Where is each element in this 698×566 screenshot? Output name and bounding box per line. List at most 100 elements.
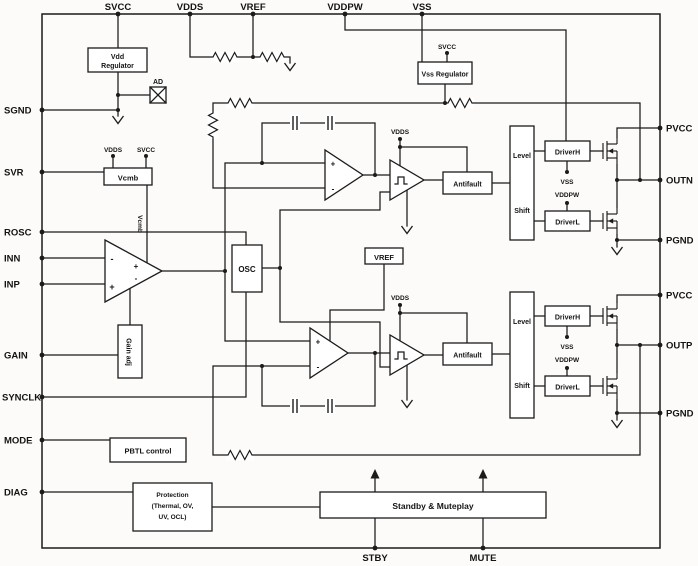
resistor-icon [210,50,240,64]
ch2-vddpw-label: VDDPW [555,357,580,364]
square-wave-icon [394,351,408,360]
input-wires [41,102,641,456]
pbtl-control-label: PBTL control [125,447,172,456]
pin-label-svcc: SVCC [105,2,132,13]
ch1-highside-mosfet-icon [602,136,618,166]
vcmb-vdds-label: VDDS [104,147,123,154]
ch1-vss-label: VSS [560,179,574,186]
pin-pgnd-1: PGND [657,236,694,247]
pin-label-inp: INP [4,280,21,291]
vcmb-wire-label: Vcmb [136,215,143,233]
capacitor-icon [289,397,301,415]
ch1-level-shift-box [509,125,535,241]
ch2-integrator [309,326,350,380]
ch1-antifault-box [442,171,493,195]
ch1-shift-label: Shift [514,208,530,215]
opamp-out-plus-sign: + [134,262,139,271]
vdd-regulator-label-1: Vdd [111,54,124,61]
ch2-driver-h-box [544,305,591,327]
protection-label-3: UV, OCL) [159,514,187,521]
control-wires [41,439,484,549]
pin-outn: OUTN [657,176,693,187]
ch2-highside-mosfet-icon [602,301,618,331]
pin-label-vref: VREF [240,2,266,13]
standby-mute-box [319,491,547,519]
passives [111,50,624,479]
ch2-level-label: Level [513,319,531,326]
pin-svcc: SVCC [105,2,132,17]
ground-icon [610,419,624,429]
ch1-integrator [324,148,365,202]
chip-outline [41,13,661,549]
pin-label-sgnd: SGND [4,106,32,117]
channel-1: + - VDDS Antifault Level Shift DriverH V… [324,125,618,241]
pbtl-control-box [109,437,187,463]
pin-pvcc-2: PVCC [657,291,693,302]
vref-label: VREF [374,253,394,262]
ch1-minus-sign: - [332,185,335,194]
pin-label-outp: OUTP [666,341,693,352]
pin-label-synclk: SYNCLK [2,393,41,404]
driver-wires [423,127,661,421]
pin-mute: MUTE [470,545,496,564]
ch1-pwm-comparator [389,158,426,202]
up-arrow-icon [478,469,488,479]
ch2-lowside-mosfet-icon [602,371,618,401]
vss-regulator-label: Vss Regulator [421,72,468,79]
vcmb-box [103,167,153,186]
vdd-regulator-box [87,47,148,73]
vss-regulator-box [417,61,473,85]
ch2-driver-l-box [544,375,591,397]
ch2-vss-label: VSS [560,344,574,351]
junction-dots [111,51,642,415]
ch1-vddpw-label: VDDPW [555,192,580,199]
ground-icon [283,62,297,72]
opamp-plus-sign: + [109,282,114,292]
ch2-minus-sign: - [317,363,320,372]
ch2-antifault-box [442,342,493,366]
pin-label-svr: SVR [4,168,24,179]
ch1-driver-h-box [544,140,591,162]
pin-outp: OUTP [657,341,693,352]
ch2-plus-sign: + [316,338,321,347]
ad-label: AD [153,79,163,86]
pin-label-pgnd-1: PGND [666,236,694,247]
pin-label-pgnd-2: PGND [666,409,694,420]
resistor-icon [225,448,255,462]
ch1-driver-l-label: DriverL [555,220,580,227]
opamp-minus-sign: - [111,254,114,264]
gain-adj-label: Gain adj [125,338,132,366]
ground-icon [400,399,414,409]
pin-label-pvcc-2: PVCC [666,291,693,302]
ch1-level-label: Level [513,153,531,160]
ad-multiplier-box [149,86,167,104]
pin-label-rosc: ROSC [4,228,32,239]
pin-vdds: VDDS [177,2,203,17]
ch2-driver-l-label: DriverL [555,385,580,392]
pin-inp: INP [4,280,45,291]
ground-icon [111,115,125,125]
pin-label-vss: VSS [412,2,431,13]
up-arrow-icon [370,469,380,479]
ground-icon [400,225,414,235]
ch1-vdds-label: VDDS [391,129,410,136]
pin-mode: MODE [4,436,45,447]
pin-gain: GAIN [4,351,45,362]
pin-label-diag: DIAG [4,488,28,499]
ch2-driver-h-label: DriverH [555,315,580,322]
pin-diag: DIAG [4,488,45,499]
ch1-driver-l-box [544,210,591,232]
pin-label-vddpw: VDDPW [327,2,362,13]
pin-synclk: SYNCLK [2,393,45,404]
pin-label-outn: OUTN [666,176,693,187]
vcmb-svcc-label: SVCC [137,147,155,154]
pin-sgnd: SGND [4,106,45,117]
vcmb-label: Vcmb [118,174,139,183]
vdd-regulator-label-2: Regulator [101,63,134,70]
pin-svr: SVR [4,168,45,179]
square-wave-icon [394,176,408,185]
osc-label: OSC [238,265,256,274]
capacitor-icon [324,397,336,415]
ch1-lowside-mosfet-icon [602,206,618,236]
